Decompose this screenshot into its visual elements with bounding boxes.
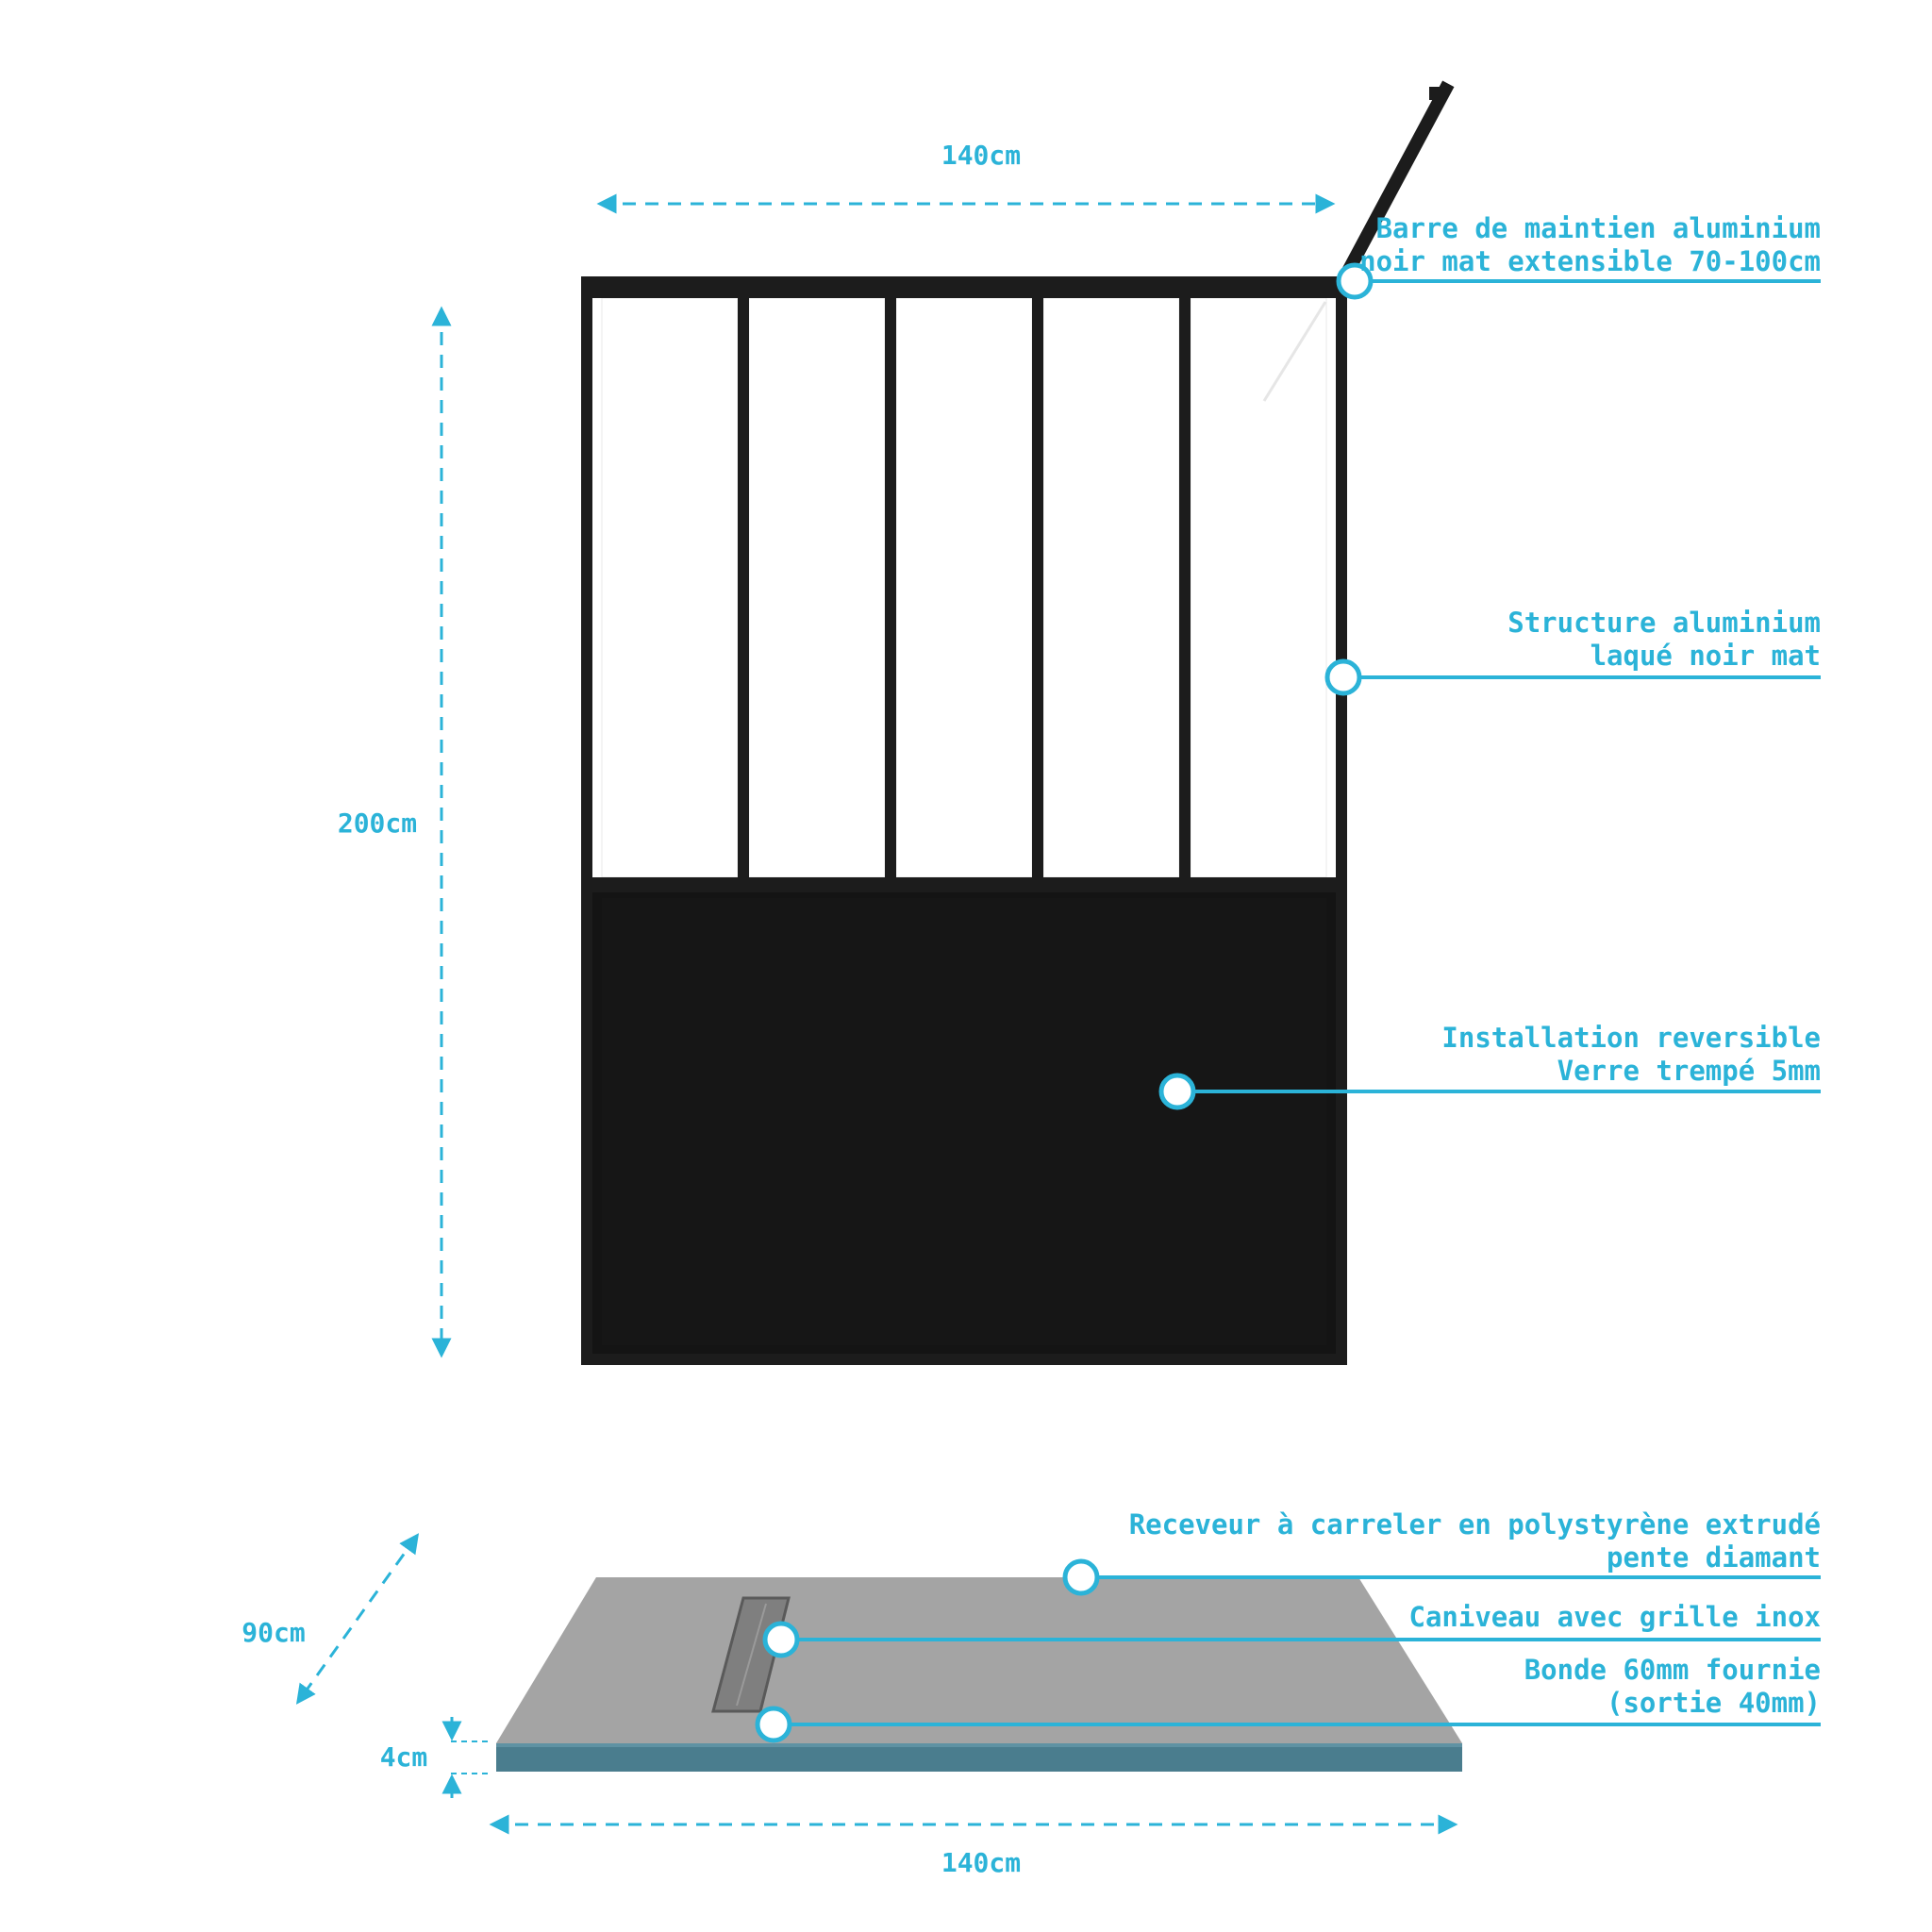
glass-pane xyxy=(748,297,886,878)
callout-support-bar: Barre de maintien aluminium noir mat ext… xyxy=(1336,212,1821,300)
callout-drain: Bonde 60mm fournie (sortie 40mm) xyxy=(755,1654,1821,1743)
mullion xyxy=(1032,288,1043,884)
callout-channel-line1: Caniveau avec grille inox xyxy=(1409,1601,1822,1633)
panel-frame xyxy=(581,276,1347,1365)
glass-pane xyxy=(601,297,739,878)
callout-channel: Caniveau avec grille inox xyxy=(762,1601,1822,1658)
callout-structure: Structure aluminium laqué noir mat xyxy=(1324,607,1821,696)
panel-width-label: 140cm xyxy=(941,140,1021,171)
panel-height-label: 200cm xyxy=(338,808,417,839)
mullion xyxy=(1179,288,1191,884)
callout-marker xyxy=(1324,658,1362,696)
dimension-tray-depth: 90cm xyxy=(242,1533,420,1705)
mullions xyxy=(738,288,1191,884)
glass-pane xyxy=(1190,297,1327,878)
callout-marker xyxy=(755,1706,792,1743)
transom-bar xyxy=(592,877,1336,892)
support-bar-cap xyxy=(1429,87,1446,100)
callout-support-bar-line2: noir mat extensible 70-100cm xyxy=(1359,245,1821,277)
glass-pane xyxy=(895,297,1033,878)
tray-thickness-label: 4cm xyxy=(380,1741,428,1773)
tray-front-edge xyxy=(496,1743,1462,1772)
tray-edge-highlight xyxy=(496,1743,1462,1747)
shower-panel xyxy=(581,80,1455,1365)
tray-width-label: 140cm xyxy=(941,1847,1021,1878)
callout-installation-line2: Verre trempé 5mm xyxy=(1557,1055,1821,1087)
lower-panel-inner xyxy=(602,898,1326,1345)
callout-installation-line1: Installation reversible xyxy=(1441,1022,1821,1054)
drain-channel-groove xyxy=(736,1603,767,1707)
glass-reflection xyxy=(1262,301,1327,402)
support-bar xyxy=(1336,80,1455,286)
callout-drain-line2: (sortie 40mm) xyxy=(1607,1687,1821,1719)
callout-installation: Installation reversible Verre trempé 5mm xyxy=(1158,1022,1821,1110)
shower-tray xyxy=(496,1577,1462,1772)
glass-panes xyxy=(601,297,1327,878)
dimension-tray-thickness: 4cm xyxy=(380,1717,491,1798)
callout-support-bar-line1: Barre de maintien aluminium xyxy=(1376,212,1821,244)
callout-tray-line1: Receveur à carreler en polystyrène extru… xyxy=(1129,1508,1821,1541)
callout-tray-line2: pente diamant xyxy=(1607,1541,1821,1574)
mullion xyxy=(738,288,749,884)
callout-marker xyxy=(1158,1073,1196,1110)
callout-tray: Receveur à carreler en polystyrène extru… xyxy=(1062,1508,1821,1596)
dimension-panel-height: 200cm xyxy=(338,306,452,1358)
dimension-panel-width: 140cm xyxy=(596,140,1336,214)
callout-marker xyxy=(762,1621,800,1658)
top-rail xyxy=(592,288,1336,298)
callout-structure-line1: Structure aluminium xyxy=(1507,607,1821,639)
callout-drain-line1: Bonde 60mm fournie xyxy=(1524,1654,1821,1686)
tray-surface-shade xyxy=(496,1577,1462,1743)
dimension-tray-width: 140cm xyxy=(489,1814,1458,1878)
tray-depth-label: 90cm xyxy=(242,1617,305,1648)
callout-marker xyxy=(1062,1558,1100,1596)
mullion xyxy=(885,288,896,884)
glass-pane xyxy=(1042,297,1180,878)
callout-marker xyxy=(1336,262,1374,300)
callout-structure-line2: laqué noir mat xyxy=(1591,640,1821,672)
